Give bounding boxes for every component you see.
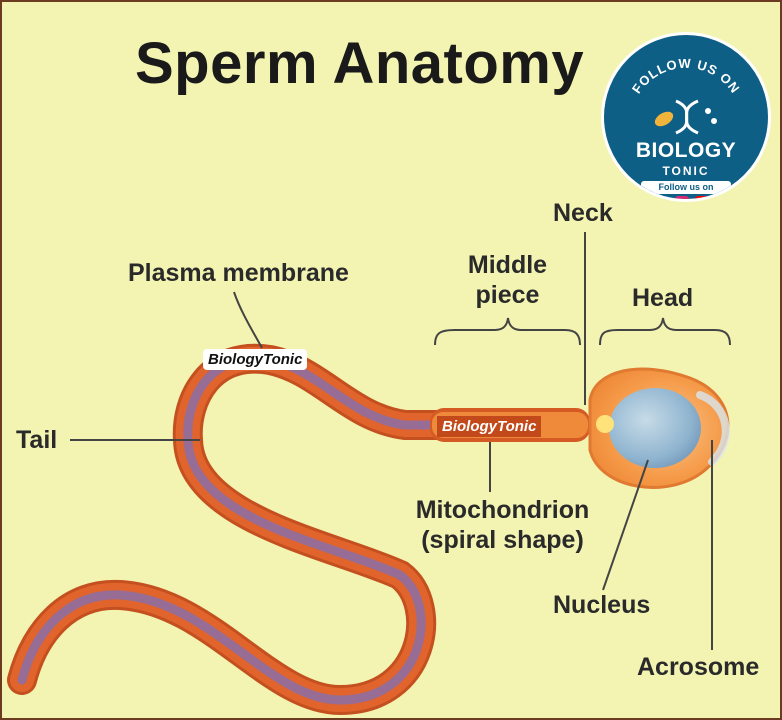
label-neck: Neck	[553, 199, 613, 227]
youtube-icon[interactable]: ▶	[695, 196, 709, 199]
nucleus-leader-line	[602, 459, 649, 591]
watermark-biologytonic: BiologyTonic	[203, 349, 308, 370]
label-middle-piece-line2: piece	[475, 281, 540, 309]
label-head: Head	[632, 284, 694, 312]
label-mitochondrion-line2: (spiral shape)	[421, 526, 584, 554]
badge-follow-text: Follow us on	[641, 181, 731, 194]
label-middle-piece: Middle piece	[455, 250, 560, 310]
badge-arc-text: FOLLOW US ON	[629, 56, 742, 96]
label-tail: Tail	[16, 426, 58, 454]
label-acrosome: Acrosome	[637, 653, 760, 681]
badge-arc: FOLLOW US ON	[629, 56, 743, 135]
telegram-icon[interactable]: ➤	[715, 196, 729, 199]
label-mitochondrion: Mitochondrion (spiral shape)	[405, 495, 600, 555]
acrosome-shape	[696, 391, 730, 466]
head-shape	[588, 367, 730, 489]
middle-piece-bracket	[434, 317, 581, 346]
tail-shape	[7, 343, 455, 716]
label-middle-piece-line1: Middle	[467, 251, 548, 279]
head-bracket	[599, 317, 731, 346]
instagram-icon[interactable]: ◎	[675, 196, 689, 199]
label-mitochondrion-line1: Mitochondrion	[415, 496, 590, 524]
plasma-membrane-leader-line	[233, 291, 263, 349]
page-title: Sperm Anatomy	[135, 31, 585, 96]
dna-logo-icon	[654, 99, 717, 135]
badge-name-line2: TONIC	[662, 164, 710, 178]
centriole-dot	[596, 415, 614, 433]
facebook-icon[interactable]: f	[655, 196, 669, 199]
label-plasma-membrane: Plasma membrane	[128, 259, 349, 287]
follow-badge[interactable]: FOLLOW US ON BIOLOGY TONIC Follow us on …	[601, 32, 771, 202]
badge-name-line1: BIOLOGY	[635, 139, 737, 162]
nucleus-shape	[609, 388, 701, 468]
label-nucleus: Nucleus	[553, 591, 651, 619]
watermark-biologytonic: BiologyTonic	[437, 416, 542, 437]
svg-text:FOLLOW US ON: FOLLOW US ON	[629, 56, 743, 96]
